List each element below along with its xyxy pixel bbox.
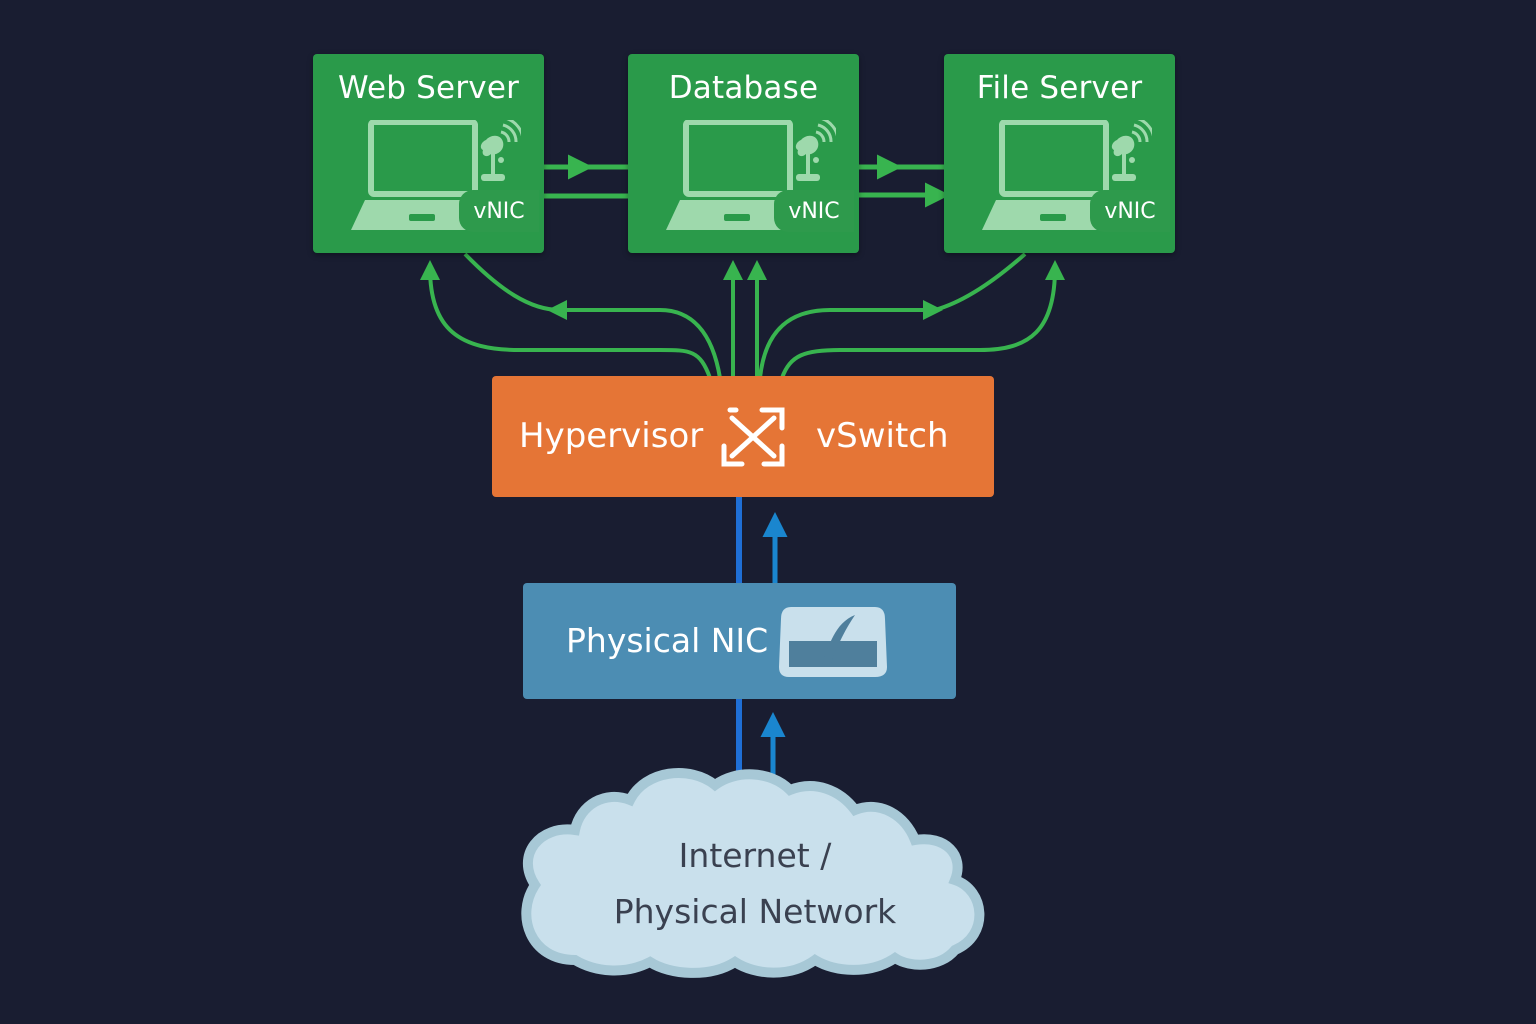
network-label-line2: Physical Network: [613, 892, 897, 931]
wireless-antenna-icon: [1111, 120, 1152, 181]
vm-title: File Server: [976, 70, 1143, 106]
link-web-vswitch-down-2: [547, 300, 722, 379]
vswitch-label: vSwitch: [816, 416, 949, 456]
vnic-badge: vNIC: [774, 190, 854, 232]
network-card-icon: [779, 607, 887, 677]
link-file-vswitch: [934, 252, 1027, 312]
vm-web-server[interactable]: Web Server vNIC: [313, 54, 544, 253]
network-label-line1: Internet /: [678, 836, 832, 875]
hypervisor-vswitch-box[interactable]: Hypervisor vSwitch: [492, 376, 994, 497]
vm-title: Web Server: [337, 70, 520, 106]
physical-nic-box[interactable]: Physical NIC: [523, 583, 956, 699]
network-label: Internet / Physical Network: [560, 828, 950, 940]
physical-nic-label: Physical NIC: [566, 621, 769, 660]
vm-database[interactable]: Database vNIC: [628, 54, 859, 253]
switch-cross-arrows-icon: [721, 407, 785, 467]
vm-title: Database: [668, 70, 819, 106]
wireless-antenna-icon: [480, 120, 521, 181]
vnic-badge: vNIC: [1090, 190, 1170, 232]
vnic-badge: vNIC: [459, 190, 539, 232]
wireless-antenna-icon: [795, 120, 836, 181]
link-vswitch-file-up: [780, 260, 1065, 379]
vm-file-server[interactable]: File Server vNIC: [944, 54, 1175, 253]
link-vswitch-web-up: [420, 260, 712, 379]
hypervisor-label: Hypervisor: [519, 416, 704, 456]
link-vswitch-file-out: [758, 300, 943, 379]
